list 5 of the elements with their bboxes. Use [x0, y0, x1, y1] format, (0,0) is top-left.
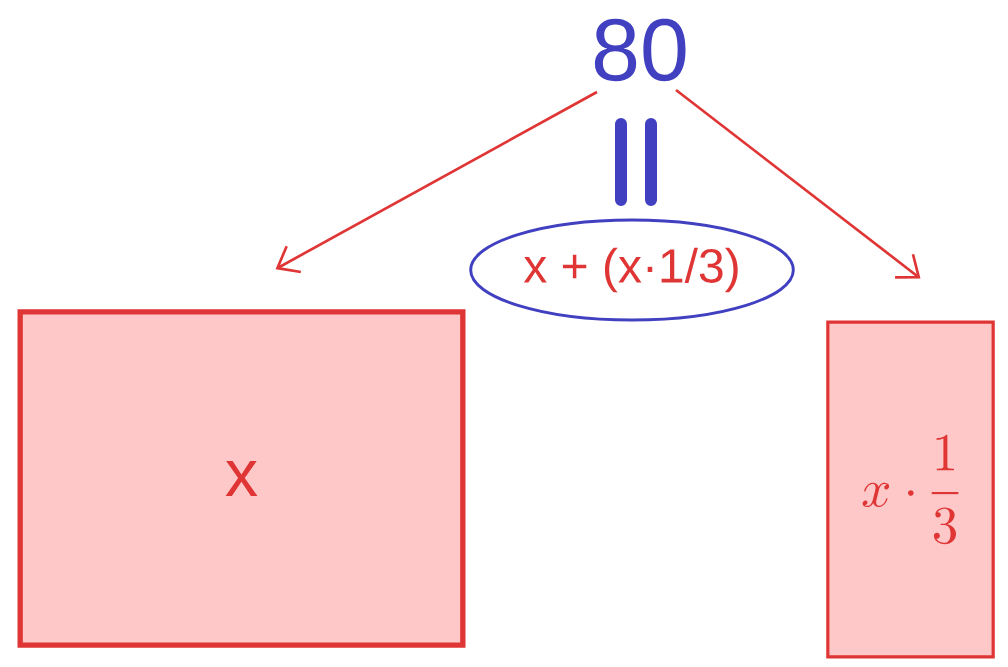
value-text: 80 [594, 18, 686, 82]
part-box: $x \cdot \dfrac{1}{3}$ [826, 320, 995, 659]
part-box: x [17, 309, 466, 648]
arrow [675, 88, 921, 279]
arrow [275, 90, 598, 274]
